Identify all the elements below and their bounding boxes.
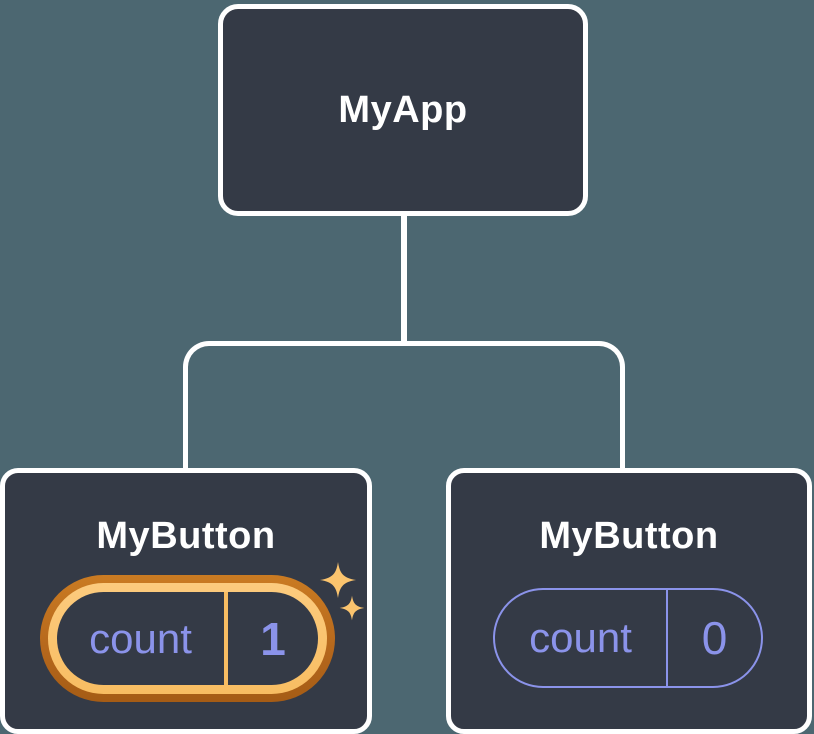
node-label: MyApp [338, 88, 468, 131]
node-label: MyButton [96, 515, 276, 557]
state-value: 1 [224, 592, 318, 685]
connector-stem [401, 214, 407, 346]
sparkle-icon [319, 561, 357, 599]
tree-node-myapp: MyApp [218, 4, 588, 216]
sparkle-icon [339, 595, 365, 621]
node-label: MyButton [539, 515, 719, 557]
state-pill-highlight-ring-inner: count 1 [48, 583, 327, 694]
state-pill: count 0 [493, 588, 763, 688]
state-key-label: count [529, 614, 632, 661]
state-key-label: count [89, 614, 192, 662]
state-pill-highlight-ring: count 1 [40, 575, 335, 702]
state-value: 0 [666, 590, 761, 686]
tree-node-mybutton-inactive: MyButton count 0 [446, 468, 812, 734]
state-pill: count 1 [57, 592, 318, 685]
tree-node-mybutton-active: MyButton count 1 [0, 468, 372, 734]
connector-bracket [183, 341, 625, 469]
